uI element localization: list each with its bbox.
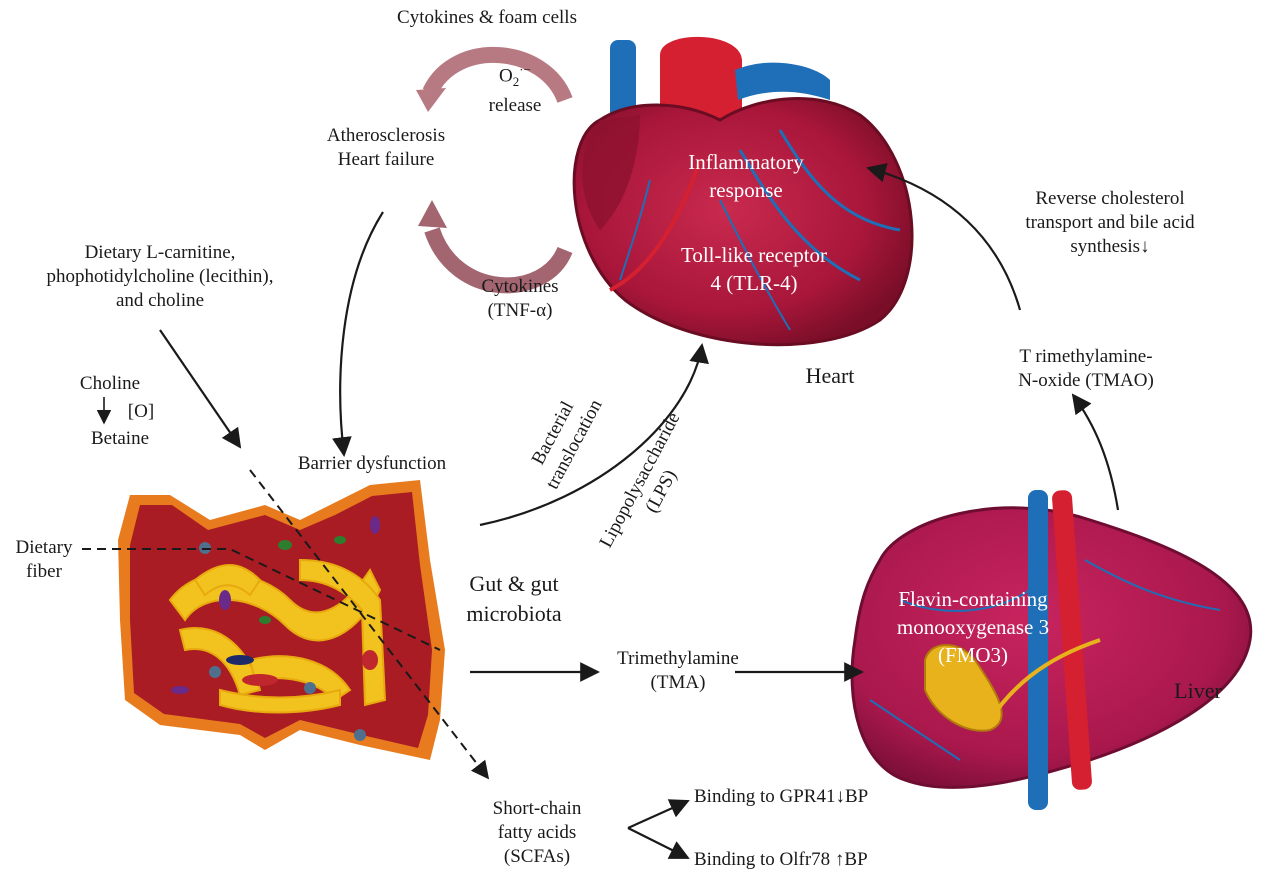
- liver-illustration: [850, 490, 1253, 810]
- dashed-arrow-to-scfa: [249, 469, 490, 780]
- choline-label: Choline: [79, 373, 141, 394]
- microbe-shape: [370, 516, 380, 534]
- arrow-dietary-to-gut: [159, 329, 242, 449]
- microbe-shape: [334, 536, 346, 544]
- microbe-shape: [226, 655, 254, 665]
- arrow-scfa-to-olfr78: [627, 827, 690, 859]
- gut-microbiota-label: Gut & gut microbiota: [466, 571, 562, 626]
- oxidation-label: [O]: [127, 401, 155, 422]
- barrier-dysfunction-label: Barrier dysfunction: [297, 453, 447, 474]
- heart-illustration: [572, 36, 914, 347]
- scfa-label: Short-chain fatty acids (SCFAs): [492, 798, 582, 867]
- pulmonary-artery-shape: [735, 62, 830, 100]
- microbe-shape: [171, 686, 189, 694]
- gallbladder-shape: [924, 644, 1003, 732]
- heart-body: [572, 97, 914, 347]
- portal-vein-shape: [1028, 490, 1048, 810]
- reverse-cholesterol-label: Reverse cholesterol transport and bile a…: [1025, 188, 1195, 257]
- tlr4-label: Toll-like receptor 4 (TLR-4): [680, 243, 828, 295]
- cycle-arrows: [416, 46, 573, 294]
- liver-label: Liver: [1174, 678, 1222, 703]
- tmao-label: T rimethylamine- N-oxide (TMAO): [1018, 346, 1154, 391]
- arrow-scfa-to-gpr41: [627, 799, 690, 830]
- arrow-tmao-to-heart: [866, 163, 1022, 311]
- microbe-shape: [304, 682, 316, 694]
- tma-label: Trimethylamine (TMA): [617, 648, 739, 693]
- arrow-heart-failure-to-barrier: [332, 211, 384, 457]
- dashed-fiber-line: [82, 548, 441, 651]
- cytokines-foam-cells-label: Cytokines & foam cells: [397, 7, 577, 28]
- betaine-label: Betaine: [90, 428, 150, 449]
- arrow-gut-to-heart: [479, 343, 709, 527]
- gpr41-label: Binding to GPR41↓BP: [694, 786, 869, 807]
- heart-label: Heart: [805, 363, 855, 388]
- dietary-fiber-label: Dietary fiber: [15, 537, 73, 582]
- microbe-shape: [362, 650, 378, 670]
- microbe-shape: [259, 616, 271, 624]
- gut-illustration: [118, 480, 445, 760]
- hepatic-artery-shape: [1052, 490, 1092, 790]
- microbe-shape: [278, 540, 292, 550]
- dietary-sources-label: Dietary L-carnitine, phophotidylcholine …: [46, 242, 274, 311]
- olfr78-label: Binding to Olfr78 ↑BP: [694, 849, 868, 870]
- microbe-shape: [209, 666, 221, 678]
- microbe-shape: [219, 590, 231, 610]
- arrow-liver-to-tmao: [1071, 393, 1120, 511]
- superoxide-label: O2·− release: [488, 62, 542, 117]
- microbe-shape: [242, 674, 278, 686]
- fmo3-label: Flavin-containing monooxygenase 3 (FMO3): [896, 587, 1050, 667]
- inflammatory-response-label: Inflammatory response: [688, 150, 804, 202]
- atherosclerosis-label: Atherosclerosis Heart failure: [326, 125, 446, 170]
- microbe-shape: [354, 729, 366, 741]
- cytokines-tnf-label: Cytokines (TNF-α): [481, 276, 559, 321]
